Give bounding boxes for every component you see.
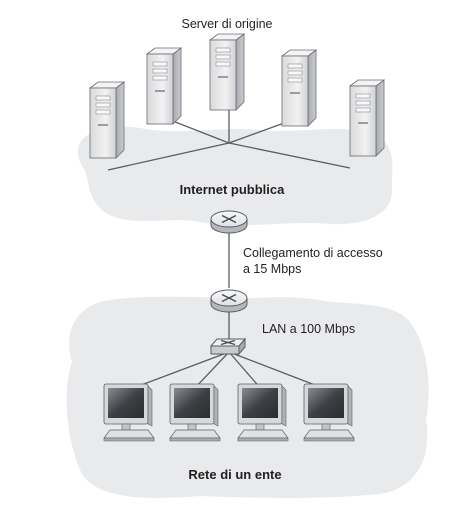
server-tower-icon <box>280 49 318 127</box>
server-tower-icon <box>208 33 246 111</box>
origin-servers <box>88 33 386 159</box>
access-link-label-line2: a 15 Mbps <box>243 262 301 276</box>
router-icon <box>210 210 248 234</box>
public-internet-label: Internet pubblica <box>180 182 286 197</box>
switch-icon <box>209 337 247 356</box>
router-icon <box>210 289 248 313</box>
link-server-2 <box>164 117 230 144</box>
server-tower-icon <box>145 47 183 125</box>
origin-servers-label: Server di origine <box>181 17 272 31</box>
institutional-network-label: Rete di un ente <box>188 467 281 482</box>
desktop-computer-icon <box>169 383 221 442</box>
link-server-1 <box>107 142 230 171</box>
server-tower-icon <box>88 81 126 159</box>
lan-label: LAN a 100 Mbps <box>262 322 355 336</box>
desktop-computer-icon <box>237 383 289 442</box>
public-internet-cloud <box>77 126 393 226</box>
desktop-computer-icon <box>303 383 355 442</box>
desktop-computer-icon <box>103 383 155 442</box>
computers <box>103 383 355 442</box>
link-server-5 <box>228 142 351 169</box>
server-tower-icon <box>348 79 386 157</box>
access-link-label-line1: Collegamento di accesso <box>243 246 383 260</box>
